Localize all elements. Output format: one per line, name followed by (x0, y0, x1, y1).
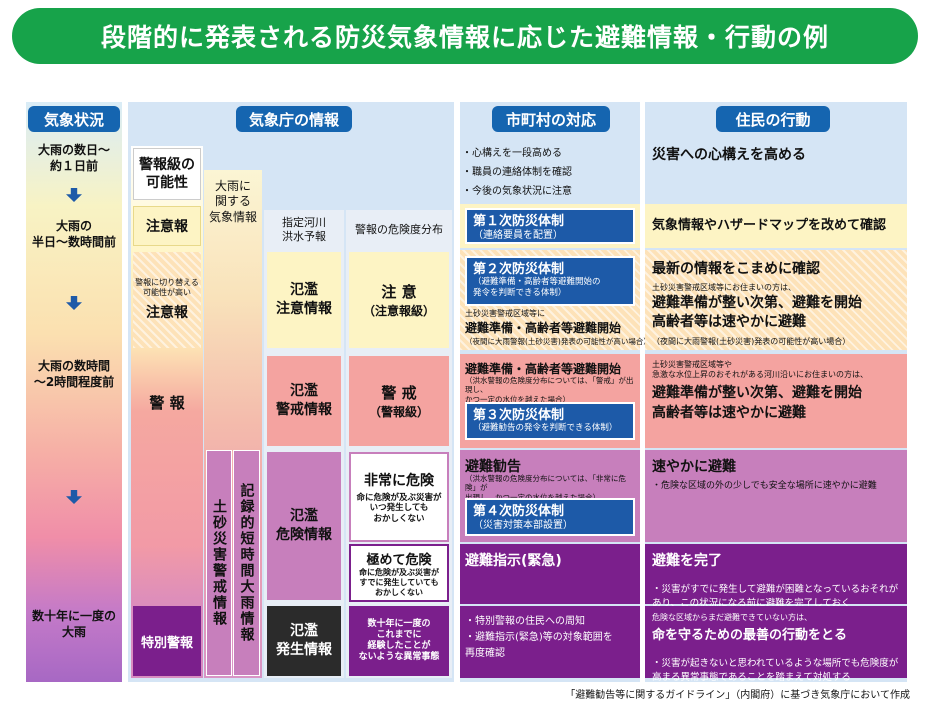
river-occur-box: 氾濫 発生情報 (267, 606, 341, 676)
system-3-label: 第３次防災体制 (473, 408, 565, 423)
advisory-box: 注意報 (133, 206, 201, 246)
river-forecast-label: 指定河川 洪水予報 (282, 216, 326, 243)
resident-action-5-note: 危険な区域の外の少しでも安全な場所に速やかに避難 (652, 478, 904, 491)
prep-note-bottom: （夜間に大雨警報(土砂災害)発表の可能性が高い場合） (465, 337, 651, 346)
risk-caution-sub: （注意報級） (362, 304, 435, 318)
resident-action-6-note: 災害がすでに発生して避難が困難となっているおそれが あり、この状況になる前に避難… (652, 570, 904, 610)
list-item: 職員の連絡体制を確認 (462, 163, 638, 182)
prep2-note: （洪水警報の危険度分布については、「警戒」が出現し、 かつ一定の水位を越えた場合… (465, 376, 634, 404)
band-switch-residents (645, 250, 907, 350)
risk-very-note: 命に危険が及ぶ災害が いつ発生しても おかしくない (356, 492, 442, 524)
resident-action-7-main: 命を守るための最善の行動をとる (652, 628, 848, 643)
river-danger-box: 氾濫 危険情報 (267, 452, 341, 600)
band-advisory-residents (645, 204, 907, 248)
landslide-warning-box: 土砂災害警戒情報 (206, 450, 232, 676)
list-item: 避難指示(緊急)等の対象範囲を 再度確認 (465, 630, 637, 662)
resident-action-2: 気象情報やハザードマップを改めて確認 (652, 218, 887, 233)
system-3-sub: （避難勧告の発令を判断できる体制） (473, 423, 618, 433)
list-item: 災害が起きないと思われているような場所でも危険度が 高まる異常事態であることを踏… (652, 658, 898, 682)
resident-action-7-note: 危険な区域からまだ避難できていない方は、 (652, 613, 812, 622)
disaster-system-4: 第４次防災体制 （災害対策本部設置） (465, 498, 635, 536)
resident-action-4-note: 土砂災害警戒区域等や 急激な水位上昇のおそれがある河川沿いにお住まいの方は、 (652, 360, 868, 380)
band-extreme-municipal (460, 544, 640, 604)
system-4-sub: （災害対策本部設置） (473, 520, 573, 531)
band-extreme-residents (645, 544, 907, 604)
warning-box: 警 報 (149, 394, 185, 412)
resident-action-3-note: 土砂災害警戒区域等にお住まいの方は、 (652, 283, 796, 292)
resident-action-3-main: 避難準備が整い次第、避難を開始 高齢者等は速やかに避難 (652, 295, 862, 330)
resident-action-3-sub: （夜間に大雨警報(土砂災害)発表の可能性が高い場合） (652, 337, 851, 346)
river-warning-box: 氾濫 警戒情報 (267, 356, 341, 446)
heavy-rain-info-label: 大雨に 関する 気象情報 (208, 178, 257, 224)
risk-extreme-label: 極めて危険 (366, 552, 432, 568)
switch-advisory-box: 警報に切り替える 可能性が高い 注意報 (133, 252, 201, 348)
status-days-before: 大雨の数日～ 約１日前 (37, 143, 110, 174)
status-hours-before: 大雨の数時間 ～2時間程度前 (33, 359, 115, 390)
band-danger-residents (645, 450, 907, 542)
risk-caution-label: 注 意 (381, 283, 417, 301)
advise-note: （洪水警報の危険度分布については、「非常に危険」が 出現し、かつ一定の水位を越え… (465, 474, 626, 502)
prep2-label: 避難準備・高齢者等避難開始 (465, 362, 622, 376)
header-jma: 気象庁の情報 (236, 106, 352, 132)
resident-action-7-sub: 災害が起きないと思われているような場所でも危険度が 高まる異常事態であることを踏… (652, 644, 904, 684)
evacuation-advisory: 避難勧告 (465, 459, 521, 475)
record-rain-info-box: 記録的短時間大雨情報 (233, 450, 260, 676)
early-warning-box: 警報級の 可能性 (133, 148, 201, 200)
risk-record-note: 数十年に一度の これまでに 経験したことが ないような異常事態 (358, 618, 440, 663)
system-4-label: 第４次防災体制 (473, 504, 565, 519)
disaster-system-1: 第１次防災体制 （連絡要員を配置） (465, 208, 635, 244)
band-record-residents (645, 606, 907, 678)
page-title: 段階的に発表される防災気象情報に応じた避難情報・行動の例 (12, 8, 918, 64)
evacuation-order: 避難指示(緊急) (465, 553, 562, 569)
switch-note: 警報に切り替える 可能性が高い (135, 278, 199, 297)
municipal-record-list: 特別警報の住民への周知 避難指示(緊急)等の対象範囲を 再度確認 (465, 614, 637, 662)
resident-action-1: 災害への心構えを高める (652, 147, 806, 163)
header-municipal: 市町村の対応 (492, 106, 610, 132)
river-caution-box: 氾濫 注意情報 (267, 252, 341, 348)
system-2-label: 第２次防災体制 (473, 262, 565, 277)
list-item: 危険な区域の外の少しでも安全な場所に速やかに避難 (652, 481, 877, 491)
risk-caution-box: 注 意 （注意報級） (349, 252, 449, 348)
risk-extreme-note: 命に危険が及ぶ災害が すでに発生していても おかしくない (359, 567, 439, 597)
risk-extreme-box: 極めて危険 命に危険が及ぶ災害が すでに発生していても おかしくない (349, 544, 449, 602)
header-weather: 気象状況 (28, 106, 120, 132)
list-item: 特別警報の住民への周知 (465, 614, 637, 630)
resident-action-5: 速やかに避難 (652, 459, 736, 475)
system-1-sub: （連絡要員を配置） (473, 230, 563, 241)
disaster-system-2: 第２次防災体制 （避難準備・高齢者等避難開始の 発令を判断できる体制） (465, 256, 635, 306)
risk-very-dangerous-box: 非常に危険 命に危険が及ぶ災害が いつ発生しても おかしくない (349, 452, 449, 542)
disaster-system-3: 第３次防災体制 （避難勧告の発令を判断できる体制） (465, 402, 635, 440)
resident-action-3: 最新の情報をこまめに確認 (652, 261, 820, 277)
list-item: 心構えを一段高める (462, 144, 638, 163)
system-2-sub: （避難準備・高齢者等避難開始の 発令を判断できる体制） (473, 277, 601, 298)
risk-warning-box: 警 戒 （警報級） (349, 356, 449, 446)
status-record-rain: 数十年に一度の 大雨 (31, 609, 116, 640)
status-half-day-before: 大雨の 半日～数時間前 (31, 219, 116, 250)
risk-warning-sub: （警報級） (368, 405, 429, 419)
switch-advisory-label: 注意報 (146, 305, 188, 321)
special-warning-box: 特別警報 (133, 606, 201, 676)
risk-very-label: 非常に危険 (364, 472, 434, 489)
list-item: 今後の気象状況に注意 (462, 182, 638, 201)
prep-note-top: 土砂災害警戒区域等に (465, 309, 545, 318)
header-residents: 住民の行動 (716, 106, 830, 132)
band-warning-residents (645, 354, 907, 448)
resident-action-4-main: 避難準備が整い次第、避難を開始 高齢者等は速やかに避難 (652, 385, 862, 421)
risk-record-box: 数十年に一度の これまでに 経験したことが ないような異常事態 (349, 606, 449, 676)
list-item: 災害がすでに発生して避難が困難となっているおそれが あり、この状況になる前に避難… (652, 584, 898, 608)
risk-distribution-label: 警報の危険度分布 (355, 223, 443, 236)
risk-warning-label: 警 戒 (381, 384, 417, 402)
municipal-preparation-list: 心構えを一段高める 職員の連絡体制を確認 今後の気象状況に注意 (462, 144, 638, 201)
source-credit: 「避難勧告等に関するガイドライン」（内閣府）に基づき気象庁において作成 (565, 690, 910, 701)
system-1-label: 第１次防災体制 (473, 214, 565, 229)
prep-label: 避難準備・高齢者等避難開始 (465, 321, 622, 335)
resident-action-6: 避難を完了 (652, 553, 722, 569)
